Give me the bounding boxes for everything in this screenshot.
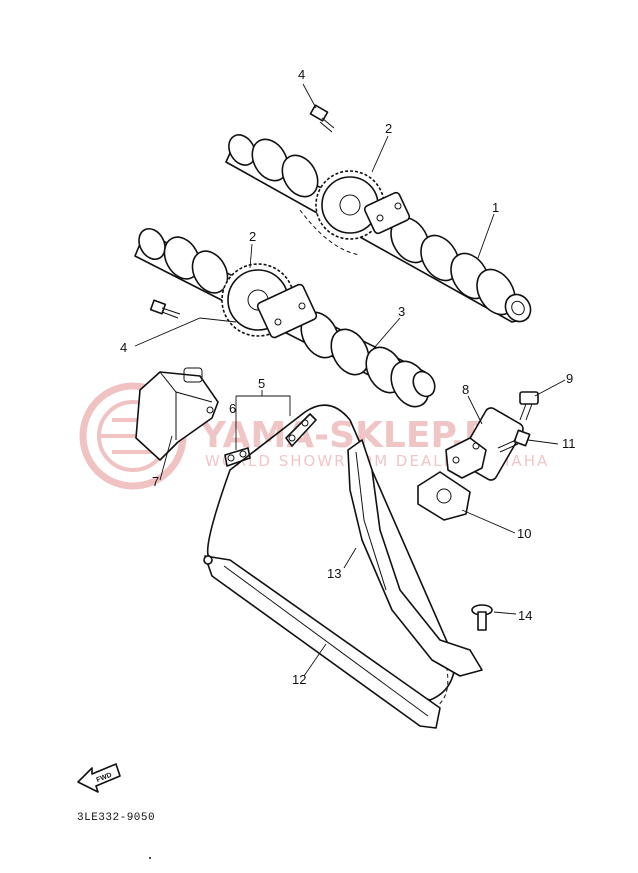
cam-sprocket-lower <box>221 263 318 339</box>
callout-7: 7 <box>152 474 159 489</box>
leader-lines <box>134 83 566 677</box>
callout-2-lower: 2 <box>249 229 256 244</box>
chain-guide-holder <box>135 367 219 461</box>
callout-11: 11 <box>562 436 576 451</box>
cam-sprocket-upper <box>315 170 411 240</box>
chain-guide-intake <box>347 439 483 677</box>
page-mark <box>149 857 151 859</box>
callout-9: 9 <box>566 371 573 386</box>
callout-1: 1 <box>492 200 499 215</box>
callout-3: 3 <box>398 304 405 319</box>
callout-4-upper: 4 <box>298 67 305 82</box>
tensioner-bolt <box>497 429 531 453</box>
chain-guide-exhaust <box>203 555 441 729</box>
bolt-lower <box>149 299 181 319</box>
guide-bolt <box>471 604 493 631</box>
forward-arrow-icon: FWD <box>77 763 121 793</box>
tensioner-cap-bolt <box>519 391 539 421</box>
callout-12: 12 <box>292 672 306 687</box>
callout-5: 5 <box>258 376 265 391</box>
callout-10: 10 <box>517 526 531 541</box>
callout-13: 13 <box>327 566 341 581</box>
cam-chain-tensioner <box>445 407 524 481</box>
callout-4-lower: 4 <box>120 340 127 355</box>
chain-link-set <box>224 413 317 467</box>
tensioner-gasket <box>417 471 471 521</box>
callout-14: 14 <box>518 608 532 623</box>
bolt-upper <box>309 104 335 133</box>
callout-8: 8 <box>462 382 469 397</box>
drawing-code: 3LE332-9050 <box>77 812 155 824</box>
callout-6: 6 <box>229 401 236 416</box>
callout-2-upper: 2 <box>385 121 392 136</box>
